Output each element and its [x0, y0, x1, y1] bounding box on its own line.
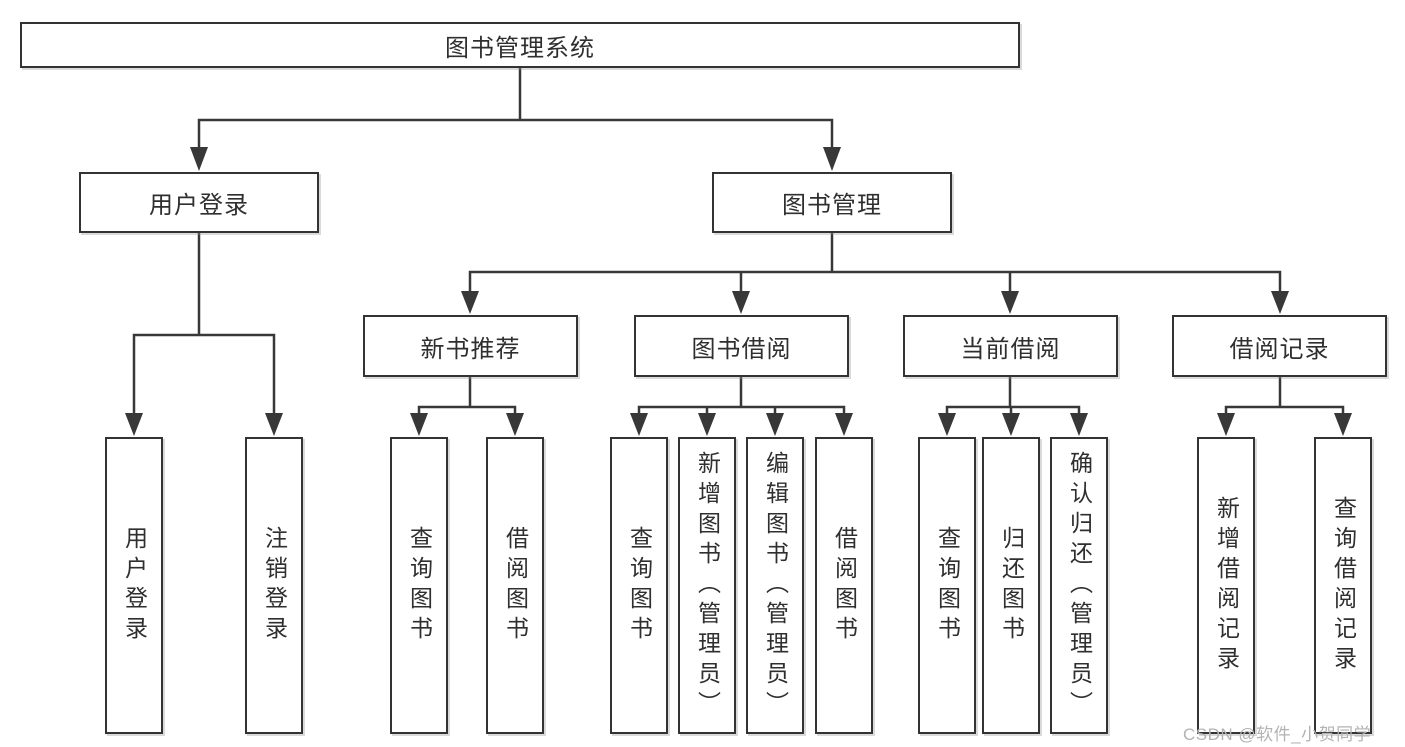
node-label: 借阅记录 [1229, 335, 1330, 363]
node-borrow-records: 借阅记录 [1172, 315, 1387, 377]
node-leaf-query-books-2: 查询图书 [610, 437, 668, 734]
node-label: 借阅图书 [831, 525, 858, 646]
node-leaf-add-borrow-record: 新增借阅记录 [1197, 437, 1255, 734]
node-label: 新书推荐 [420, 335, 521, 363]
node-label: 注销登录 [261, 525, 288, 646]
node-new-book-recommend: 新书推荐 [363, 315, 578, 377]
node-label: 确认归还（管理员） [1066, 450, 1093, 721]
csdn-watermark: CSDN @软件_小贺同学 [1183, 725, 1372, 744]
node-leaf-confirm-return-admin: 确认归还（管理员） [1050, 437, 1108, 734]
node-leaf-return-book: 归还图书 [982, 437, 1040, 734]
node-root: 图书管理系统 [20, 22, 1020, 68]
node-leaf-edit-book-admin: 编辑图书（管理员） [746, 437, 804, 734]
node-root-label: 图书管理系统 [445, 34, 595, 62]
node-label: 借阅图书 [502, 525, 529, 646]
node-label: 归还图书 [998, 525, 1025, 646]
node-label: 用户登录 [149, 192, 249, 219]
edge-book-borrow-split [637, 375, 846, 415]
node-label: 当前借阅 [960, 335, 1061, 363]
edge-borrow-records-split [1224, 375, 1345, 415]
node-leaf-borrow-books-2: 借阅图书 [815, 437, 873, 734]
edge-book-mgmt-split [468, 231, 1282, 293]
node-leaf-add-book-admin: 新增图书（管理员） [678, 437, 736, 734]
arrowheads [125, 147, 1352, 436]
edge-user-login-split [132, 231, 276, 415]
node-leaf-logout: 注销登录 [245, 437, 303, 734]
node-leaf-user-login: 用户登录 [105, 437, 163, 734]
edge-new-book-split [417, 375, 517, 415]
node-label: 用户登录 [121, 525, 148, 646]
node-label: 编辑图书（管理员） [762, 450, 789, 721]
node-label: 图书管理 [782, 192, 882, 219]
edge-current-borrow-split [945, 375, 1081, 415]
node-label: 查询图书 [626, 525, 653, 646]
node-book-management: 图书管理 [712, 172, 952, 233]
node-leaf-query-books-3: 查询图书 [918, 437, 976, 734]
node-label: 新增图书（管理员） [694, 450, 721, 721]
node-label: 图书借阅 [691, 335, 792, 363]
node-book-borrow: 图书借阅 [634, 315, 849, 377]
node-leaf-query-books-1: 查询图书 [390, 437, 448, 734]
node-label: 查询图书 [934, 525, 961, 646]
node-label: 查询借阅记录 [1330, 495, 1357, 676]
node-label: 查询图书 [406, 525, 433, 646]
node-user-login-branch: 用户登录 [79, 172, 319, 233]
node-leaf-query-borrow-record: 查询借阅记录 [1314, 437, 1372, 734]
node-current-borrow: 当前借阅 [903, 315, 1118, 377]
node-leaf-borrow-books-1: 借阅图书 [486, 437, 544, 734]
edge-root-split [197, 66, 834, 149]
node-label: 新增借阅记录 [1213, 495, 1240, 676]
